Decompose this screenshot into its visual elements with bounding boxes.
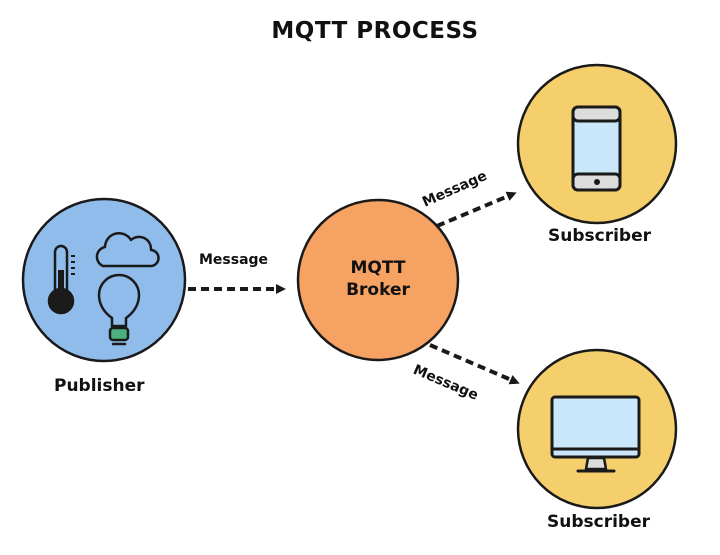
broker-circle	[296, 198, 460, 362]
subscriber-label-phone: Subscriber	[548, 226, 652, 246]
arrow-broker-to-subscriber-monitor	[429, 343, 520, 385]
publisher-node	[21, 197, 187, 363]
arrow-broker-to-subscriber-phone	[436, 191, 517, 228]
subscriber-node-phone	[516, 63, 678, 225]
monitor-icon	[550, 395, 641, 473]
broker-label: MQTT Broker	[300, 257, 456, 301]
cloud-icon	[95, 231, 160, 268]
message-label-publisher-broker: Message	[199, 252, 269, 268]
lightbulb-icon	[97, 273, 141, 346]
subscriber-node-monitor	[516, 348, 678, 510]
page-title: MQTT PROCESS	[271, 18, 479, 44]
publisher-label: Publisher	[54, 376, 145, 396]
broker-label-line1: MQTT	[350, 258, 406, 278]
subscriber-label-monitor: Subscriber	[547, 512, 651, 532]
thermometer-icon	[47, 244, 75, 315]
phone-icon	[571, 105, 622, 192]
broker-label-line2: Broker	[346, 280, 410, 300]
